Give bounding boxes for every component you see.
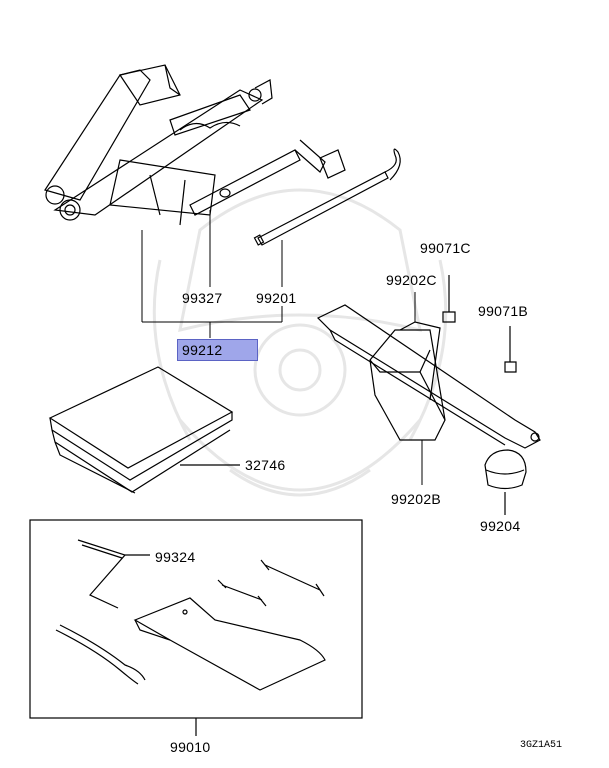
label-32746[interactable]: 32746 — [245, 457, 286, 473]
leader-lines-holder — [414, 292, 423, 485]
tool-bag — [48, 366, 240, 494]
label-99010[interactable]: 99010 — [170, 739, 211, 755]
scissor-jack-assembly — [44, 64, 273, 226]
label-99071b[interactable]: 99071B — [478, 303, 529, 319]
tool-kit-box — [29, 519, 363, 736]
label-99202b[interactable]: 99202B — [391, 491, 442, 507]
label-99324[interactable]: 99324 — [155, 549, 196, 565]
leader-lines-99212 — [141, 210, 283, 338]
label-99204[interactable]: 99204 — [480, 518, 521, 534]
rubber-cap — [484, 449, 527, 515]
label-99202c[interactable]: 99202C — [386, 272, 437, 288]
jack-handle — [189, 139, 346, 216]
label-99212-highlighted[interactable]: 99212 — [177, 339, 258, 361]
wheel-nut-wrench — [253, 148, 401, 246]
label-99327[interactable]: 99327 — [182, 290, 223, 306]
label-99071c[interactable]: 99071C — [420, 240, 471, 256]
label-99201[interactable]: 99201 — [256, 290, 297, 306]
diagram-code: 3GZ1A51 — [520, 740, 563, 751]
bolt-99071b — [504, 326, 517, 373]
bolt-99071c — [442, 275, 456, 323]
kit-tools — [55, 539, 326, 691]
jack-holder — [316, 304, 541, 449]
